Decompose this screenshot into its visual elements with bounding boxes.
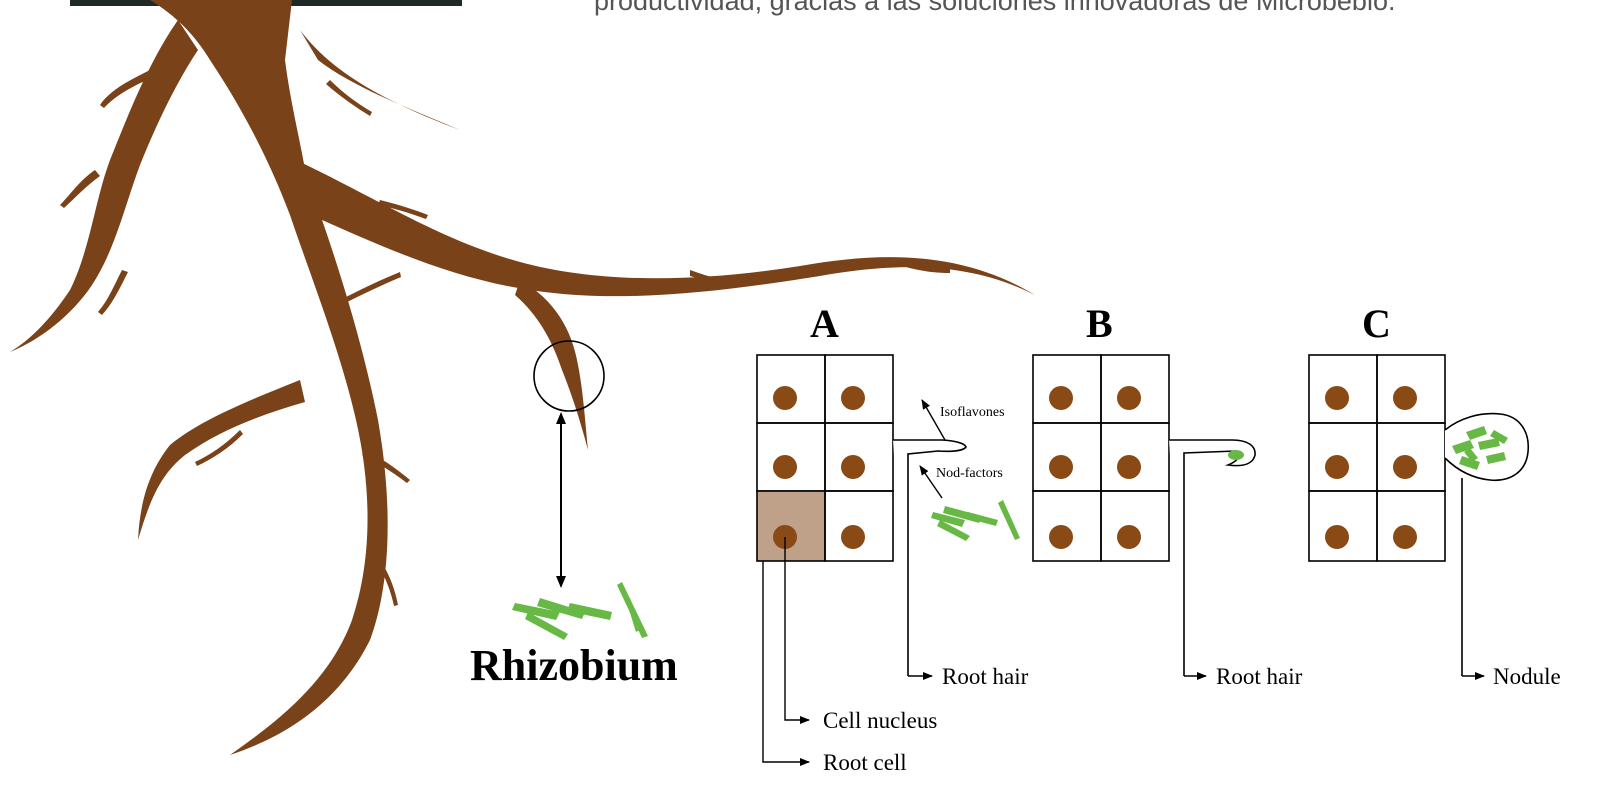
isoflavones-label: Isoflavones	[940, 405, 1005, 421]
right-branch	[296, 160, 1035, 296]
cell	[825, 491, 893, 561]
root-cell-label: Root cell	[823, 750, 907, 776]
bacteria-a	[931, 500, 1020, 541]
root-hair-a-label: Root hair	[942, 664, 1028, 690]
bacterium-in-hair	[1228, 450, 1244, 460]
panel-c-label: C	[1362, 300, 1391, 347]
panel-b-label: B	[1086, 300, 1113, 347]
rhizobium-label: Rhizobium	[470, 640, 678, 691]
root-hair-b	[1169, 440, 1255, 676]
circled-root-tip	[515, 280, 588, 450]
panel-c-nuclei	[1325, 386, 1417, 549]
left-branch	[10, 20, 198, 352]
main-root	[150, 0, 388, 755]
lower-left-branch	[138, 380, 305, 540]
nodule-label: Nodule	[1493, 664, 1561, 690]
highlighted-root-cell	[757, 491, 825, 561]
root-hair-b-label: Root hair	[1216, 664, 1302, 690]
panel-b-nuclei	[1049, 386, 1141, 549]
rhizobium-bacteria	[512, 582, 648, 640]
cell-nucleus-pointer	[785, 537, 809, 720]
root-cell-pointer	[763, 561, 809, 762]
cell-nucleus-label: Cell nucleus	[823, 708, 937, 734]
nod-factors-label: Nod-factors	[936, 466, 1003, 482]
upper-right-branch	[300, 30, 460, 130]
panel-a-label: A	[810, 300, 839, 347]
